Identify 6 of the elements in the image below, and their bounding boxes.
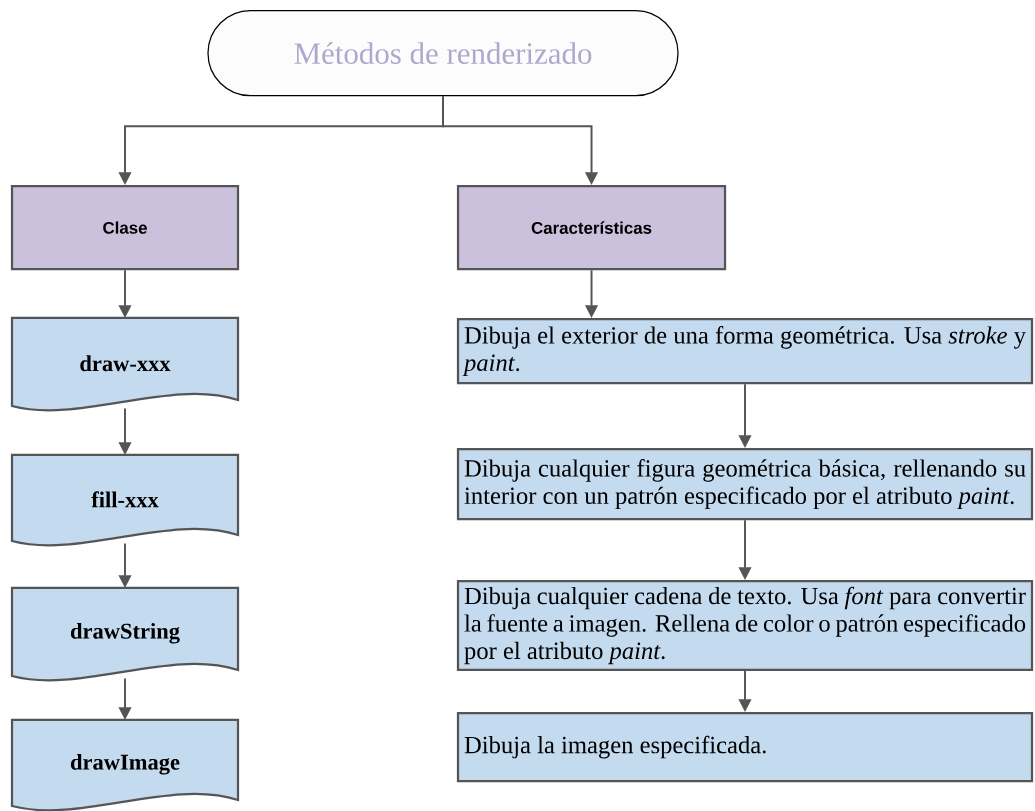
header-box: Clase (10, 185, 240, 271)
description-box: Dibuja cualquier figura geométrica básica, rellenando su interior con un patrón especificado por el atributo paint. (456, 448, 1034, 521)
description-box: Dibuja cualquier cadena de texto. Usa font para convertir la fuente a imagen. Rellena de color o patrón especificado por el atributo paint. (456, 580, 1034, 671)
description-box: Dibuja la imagen especificada. (456, 712, 1034, 783)
description-box: Dibuja el exterior de una forma geométrica. Usa stroke y paint. (456, 318, 1034, 385)
header-box: Características (456, 185, 727, 271)
